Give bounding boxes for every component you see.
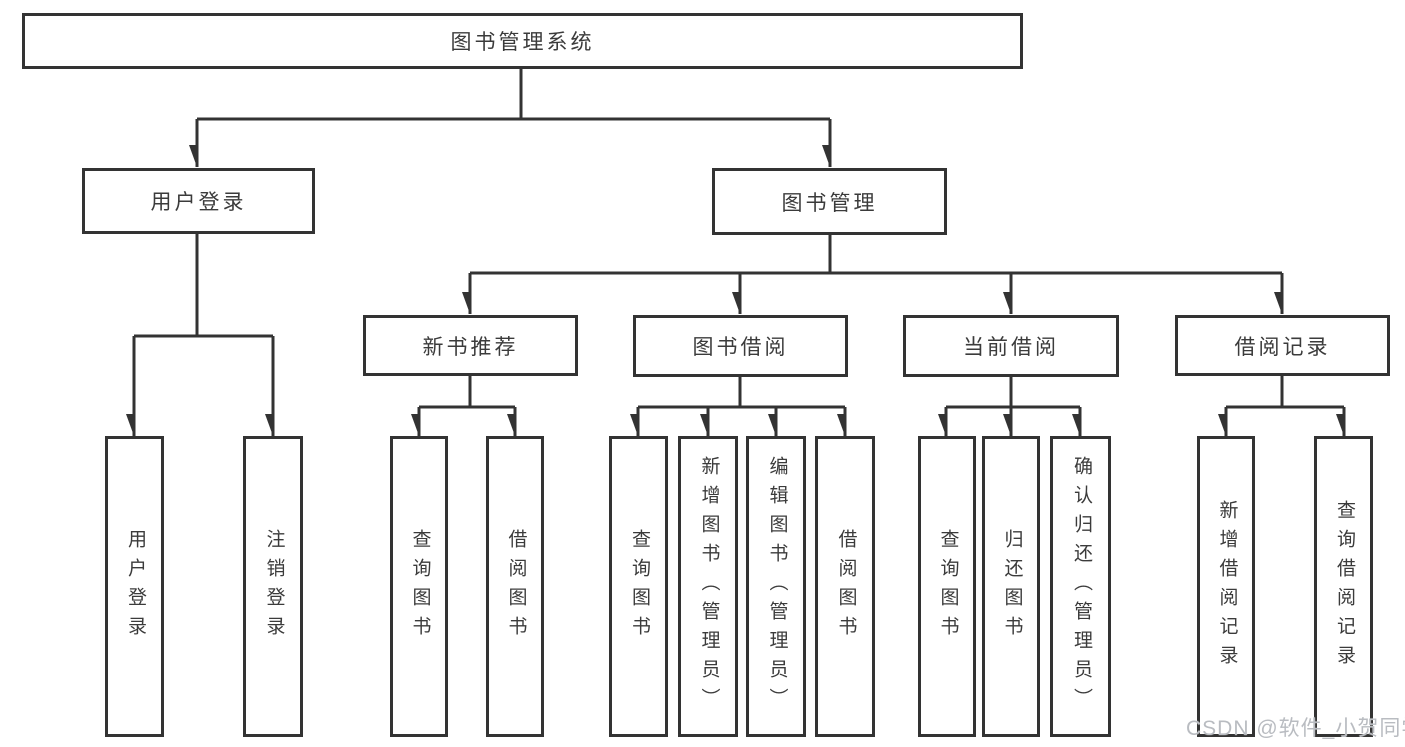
node-label: 查询图书 xyxy=(628,528,650,645)
node-label: 图书管理 xyxy=(781,191,878,215)
node-label: 用户登录 xyxy=(150,191,247,214)
node-label: 查询图书 xyxy=(409,528,431,645)
leaf-query-borrow-record: 查询借阅记录 xyxy=(1314,436,1373,737)
leaf-add-borrow-record: 新增借阅记录 xyxy=(1197,436,1255,737)
node-label: 新书推荐 xyxy=(422,335,519,359)
node-label: 当前借阅 xyxy=(963,336,1059,359)
node-label: 新增图书（管理员） xyxy=(698,456,720,717)
leaf-query-books-current: 查询图书 xyxy=(918,436,976,737)
node-label: 用户登录 xyxy=(124,528,146,645)
node-label: 确认归还（管理员） xyxy=(1070,456,1092,717)
csdn-watermark: CSDN @软件_小贺同学 xyxy=(1186,717,1405,740)
leaf-borrow-books-recommend: 借阅图书 xyxy=(486,436,544,737)
leaf-query-books-borrowing: 查询图书 xyxy=(609,436,668,737)
leaf-add-book-admin: 新增图书（管理员） xyxy=(678,436,738,737)
node-label: 借阅图书 xyxy=(505,528,527,645)
node-label: 图书管理系统 xyxy=(450,31,595,54)
node-book-management: 图书管理 xyxy=(712,168,947,235)
node-root-library-system: 图书管理系统 xyxy=(22,13,1023,69)
node-label: 借阅图书 xyxy=(835,528,857,645)
leaf-borrow-books: 借阅图书 xyxy=(815,436,875,737)
node-label: 图书借阅 xyxy=(692,336,789,359)
leaf-user-login: 用户登录 xyxy=(105,436,164,737)
node-new-book-recommend: 新书推荐 xyxy=(363,315,578,376)
leaf-logout: 注销登录 xyxy=(243,436,303,737)
leaf-query-books-recommend: 查询图书 xyxy=(390,436,448,737)
leaf-edit-book-admin: 编辑图书（管理员） xyxy=(746,436,806,737)
node-label: 新增借阅记录 xyxy=(1216,499,1238,674)
node-label: 查询借阅记录 xyxy=(1333,499,1355,674)
leaf-return-books: 归还图书 xyxy=(982,436,1040,737)
node-book-borrowing: 图书借阅 xyxy=(633,315,848,377)
leaf-confirm-return-admin: 确认归还（管理员） xyxy=(1050,436,1111,737)
node-label: 查询图书 xyxy=(937,528,959,645)
node-user-login: 用户登录 xyxy=(82,168,315,234)
node-current-borrowing: 当前借阅 xyxy=(903,315,1119,377)
node-label: 借阅记录 xyxy=(1234,335,1331,359)
node-label: 编辑图书（管理员） xyxy=(766,456,788,717)
node-borrowing-records: 借阅记录 xyxy=(1175,315,1390,376)
node-label: 归还图书 xyxy=(1001,528,1023,645)
node-label: 注销登录 xyxy=(263,528,285,645)
